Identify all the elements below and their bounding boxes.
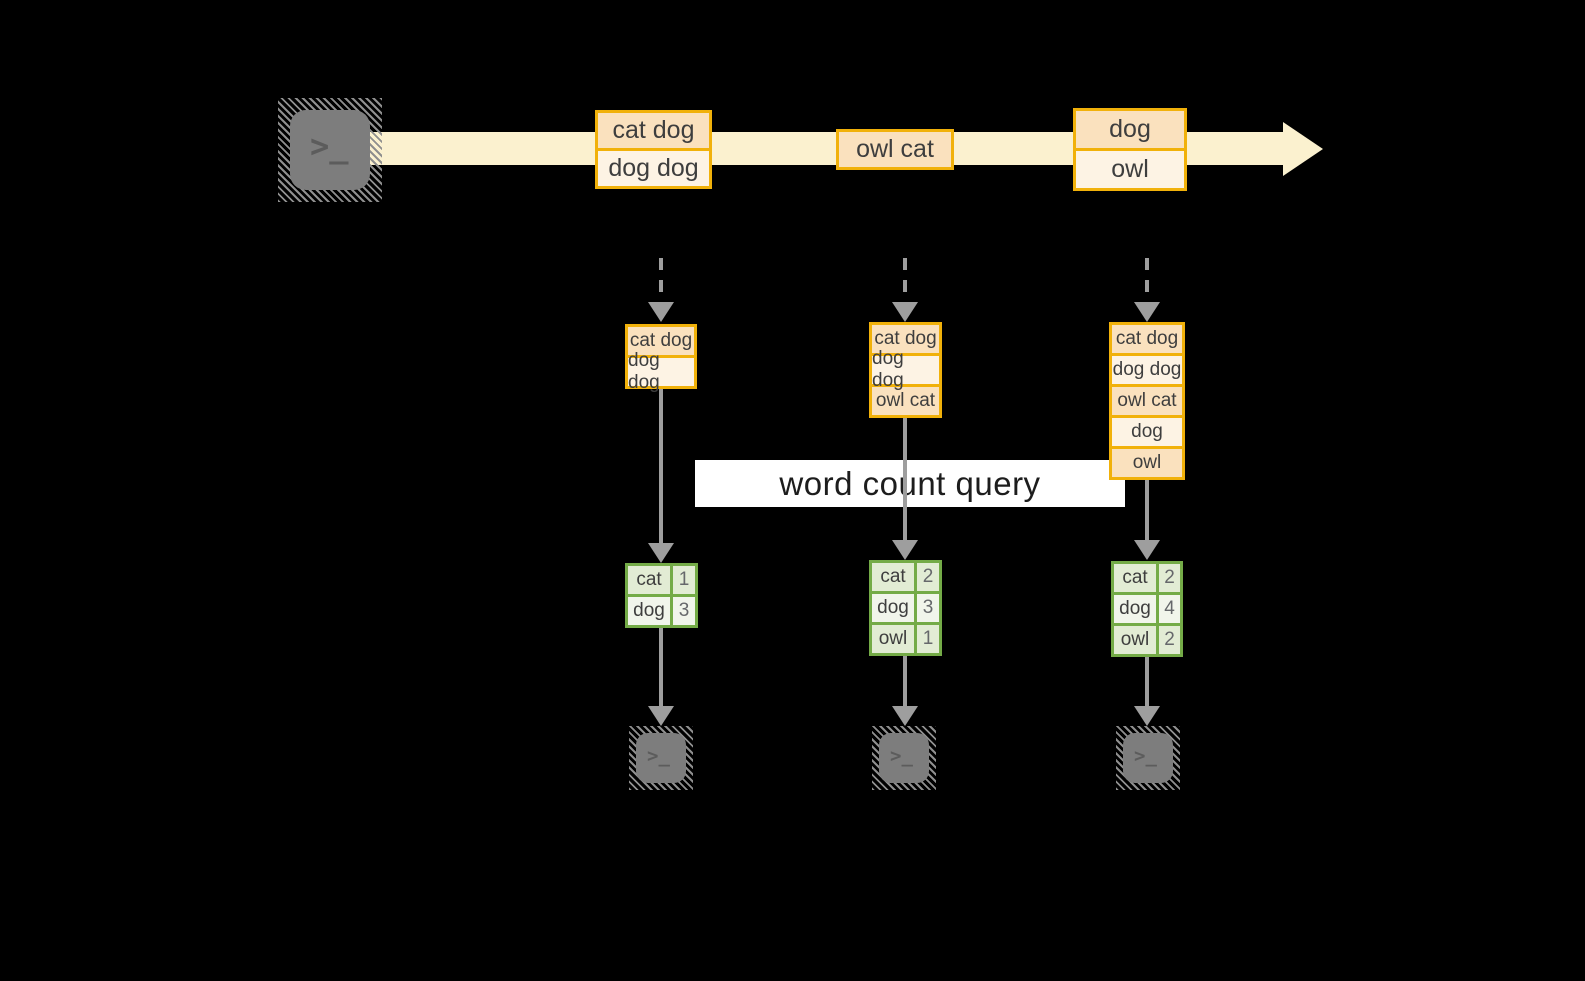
word-batch-item: cat dog xyxy=(598,113,709,148)
word-batch-item: owl xyxy=(1076,148,1184,188)
terminal-screen: >_ xyxy=(290,110,370,190)
terminal-screen: >_ xyxy=(879,733,929,783)
arrow-line xyxy=(659,626,663,706)
count-row: cat 2 xyxy=(872,563,939,591)
arrow-line xyxy=(659,386,663,543)
count-cell: 2 xyxy=(1156,626,1180,654)
arrow-line xyxy=(1145,655,1149,706)
arrow-head-icon xyxy=(648,706,674,726)
word-batch-item: dog xyxy=(1076,111,1184,148)
output-terminal-icon-2: >_ xyxy=(872,726,936,790)
word-cell: dog xyxy=(877,597,909,618)
word-cell: dog xyxy=(633,600,665,621)
count-row: owl 1 xyxy=(872,622,939,653)
word-cell: cat xyxy=(636,569,662,590)
word-cell: owl xyxy=(1120,629,1150,650)
word-batch-item: dog dog xyxy=(628,350,694,393)
word-cell: cat xyxy=(1122,567,1148,588)
word-cell: owl xyxy=(878,628,908,649)
arrow-head-icon xyxy=(1134,706,1160,726)
stream-arrow-head-icon xyxy=(1283,122,1323,176)
output-terminal-icon-3: >_ xyxy=(1116,726,1180,790)
arrow-line xyxy=(903,413,907,540)
source-terminal-icon: >_ xyxy=(278,98,382,202)
arrow-head-icon xyxy=(648,543,674,563)
word-batch-item: dog dog xyxy=(598,148,709,186)
count-row: cat 1 xyxy=(628,566,695,594)
terminal-prompt-icon: >_ xyxy=(890,744,913,767)
count-row: cat 2 xyxy=(1114,564,1180,592)
word-batch-item: dog dog xyxy=(872,348,939,391)
arrow-line xyxy=(1145,480,1149,540)
arrow-head-icon xyxy=(648,302,674,322)
arrow-head-icon xyxy=(892,302,918,322)
arrow-head-icon xyxy=(892,540,918,560)
query-label: word count query xyxy=(695,460,1125,507)
terminal-prompt-icon: >_ xyxy=(647,744,670,767)
word-cell: cat xyxy=(880,566,906,587)
word-batch-item: owl xyxy=(1112,446,1182,477)
terminal-screen: >_ xyxy=(636,733,686,783)
word-batch-item: owl cat xyxy=(839,132,951,167)
word-batch-item: owl cat xyxy=(1112,384,1182,415)
word-batch-item: cat dog xyxy=(872,325,939,353)
output-terminal-icon-1: >_ xyxy=(629,726,693,790)
terminal-screen: >_ xyxy=(1123,733,1173,783)
terminal-prompt-icon: >_ xyxy=(310,127,349,166)
word-batch-item: cat dog xyxy=(628,327,694,355)
word-cell: dog xyxy=(1119,598,1151,619)
dashed-arrow-line xyxy=(1145,258,1149,302)
word-batch-item: owl cat xyxy=(872,384,939,415)
count-cell: 1 xyxy=(914,625,939,653)
count-cell: 2 xyxy=(914,563,939,591)
arrow-head-icon xyxy=(1134,302,1160,322)
arrow-head-icon xyxy=(1134,540,1160,560)
dashed-arrow-line xyxy=(903,258,907,302)
stream-batch-box-2: owl cat xyxy=(836,129,954,170)
word-batch-item: cat dog xyxy=(1112,325,1182,353)
count-row: owl 2 xyxy=(1114,623,1180,654)
terminal-prompt-icon: >_ xyxy=(1134,744,1157,767)
count-cell: 3 xyxy=(914,594,939,622)
dashed-arrow-line xyxy=(659,258,663,302)
arrow-head-icon xyxy=(892,706,918,726)
count-cell: 1 xyxy=(670,566,695,594)
count-cell: 2 xyxy=(1156,564,1180,592)
count-cell: 4 xyxy=(1156,595,1180,623)
arrow-line xyxy=(903,654,907,706)
word-batch-item: dog xyxy=(1112,415,1182,446)
count-cell: 3 xyxy=(670,597,695,625)
word-batch-item: dog dog xyxy=(1112,353,1182,384)
